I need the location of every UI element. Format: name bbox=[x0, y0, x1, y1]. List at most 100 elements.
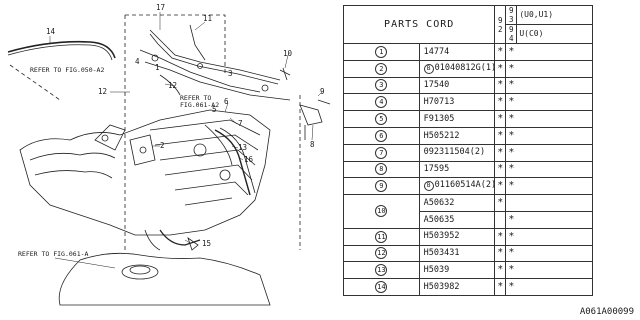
index-circle: 5 bbox=[375, 113, 388, 126]
table-row: 1 14774 * * bbox=[343, 43, 593, 61]
part-number: 17540 bbox=[418, 76, 496, 95]
part-number-text: H503431 bbox=[423, 248, 460, 259]
index-circle: 13 bbox=[375, 264, 388, 277]
applicability-mark: * bbox=[494, 244, 507, 263]
row-index: 6 bbox=[343, 126, 420, 145]
table-header-row: 9 4 U(C0) bbox=[344, 24, 593, 44]
row-index: 10 bbox=[343, 194, 420, 229]
part-number: 14774 bbox=[418, 43, 496, 61]
applicability-mark: * bbox=[494, 227, 507, 246]
table-row: 5 F91305 * * bbox=[343, 110, 593, 128]
applicability-mark bbox=[505, 194, 593, 212]
part-number-text: 17540 bbox=[423, 80, 450, 91]
part-number: H503431 bbox=[418, 244, 496, 263]
part-number: 092311504(2) bbox=[418, 143, 496, 162]
index-circle: 3 bbox=[375, 79, 388, 92]
table-row: 8 17595 * * bbox=[343, 160, 593, 179]
part-number-text: A50632 bbox=[423, 197, 455, 208]
row-index: 9 bbox=[343, 177, 420, 196]
callout-label: 5 bbox=[212, 105, 217, 114]
applicability-mark: * bbox=[505, 76, 593, 95]
callout-label: 6 bbox=[224, 97, 229, 106]
part-number-text: 17595 bbox=[423, 164, 450, 175]
row-index: 7 bbox=[343, 143, 420, 162]
callout-label: 2 bbox=[160, 141, 165, 150]
part-number: F91305 bbox=[418, 110, 496, 128]
index-circle: 14 bbox=[375, 281, 388, 294]
index-circle: 9 bbox=[375, 180, 388, 193]
callout-label: 3 bbox=[228, 69, 233, 78]
applicability-mark: * bbox=[494, 93, 507, 112]
applicability-mark: * bbox=[494, 261, 507, 280]
applicability-mark: * bbox=[494, 126, 507, 145]
index-circle: 11 bbox=[375, 230, 388, 243]
applicability-mark: * bbox=[505, 244, 593, 263]
index-circle: 10 bbox=[375, 205, 388, 218]
applicability-mark: * bbox=[494, 110, 507, 128]
part-number: H5039 bbox=[418, 261, 496, 280]
part-number: H503982 bbox=[418, 278, 496, 296]
applicability-mark: * bbox=[505, 143, 593, 162]
callout-label: 1 bbox=[155, 63, 160, 72]
parts-table: PARTS CORD 9 2 9 3 (U0,U1) 9 4 U(C0) 1 1… bbox=[342, 5, 593, 296]
applicability-mark: * bbox=[505, 177, 593, 196]
index-circle: 2 bbox=[375, 62, 388, 75]
callout-label: 17 bbox=[156, 3, 165, 12]
part-number: 17595 bbox=[418, 160, 496, 179]
table-row: 11 H503952 * * bbox=[343, 227, 593, 246]
refer-label: REFER TO FIG.050-A2 bbox=[30, 66, 104, 74]
index-circle: 1 bbox=[375, 45, 388, 58]
callout-label: 12 bbox=[98, 87, 107, 96]
part-number-text: 01160514A(2) bbox=[434, 180, 495, 191]
row-index: 8 bbox=[343, 160, 420, 179]
table-row: 7 092311504(2) * * bbox=[343, 143, 593, 162]
applicability-mark: * bbox=[494, 59, 507, 78]
year-code-header: 9 3 bbox=[505, 5, 518, 25]
row-index: 14 bbox=[343, 278, 420, 296]
index-circle: 4 bbox=[375, 96, 388, 109]
applicability-mark: * bbox=[505, 160, 593, 179]
table-row: 6 H505212 * * bbox=[343, 126, 593, 145]
table-row: 13 H5039 * * bbox=[343, 261, 593, 280]
table-row: 14 H503982 * * bbox=[343, 278, 593, 296]
applicability-mark: * bbox=[505, 278, 593, 296]
bolt-prefix-symbol: B bbox=[423, 181, 434, 192]
callout-label: 10 bbox=[283, 49, 293, 58]
row-index: 11 bbox=[343, 227, 420, 246]
applicability-mark bbox=[494, 210, 507, 229]
table-row: 10 A50632 * bbox=[343, 194, 593, 229]
callout-label: 12 bbox=[168, 81, 177, 90]
part-number-text: H70713 bbox=[423, 97, 455, 108]
table-row: 12 H503431 * * bbox=[343, 244, 593, 263]
exploded-parts-diagram: REFER TO FIG.050-A2 REFER TO FIG.061-A2 … bbox=[7, 3, 331, 306]
part-number-text: F91305 bbox=[423, 113, 455, 124]
applicability-mark: * bbox=[505, 210, 593, 229]
row-index: 3 bbox=[343, 76, 420, 95]
year-code-header: 9 2 bbox=[494, 5, 507, 44]
part-number-text: A50635 bbox=[423, 214, 455, 225]
part-number-text: H503982 bbox=[423, 281, 460, 292]
applicability-mark: * bbox=[494, 143, 507, 162]
part-number-text: H5039 bbox=[423, 265, 450, 275]
diagram-code: A061A00099 bbox=[579, 307, 634, 317]
part-number: A50635 bbox=[418, 210, 496, 229]
callout-label: 4 bbox=[135, 57, 140, 66]
part-number-text: H503952 bbox=[423, 231, 460, 242]
applicability-mark: * bbox=[494, 43, 507, 61]
row-index: 12 bbox=[343, 244, 420, 263]
callout-label: 7 bbox=[238, 119, 243, 128]
callout-label: 15 bbox=[202, 239, 211, 248]
callout-label: 14 bbox=[46, 27, 56, 36]
applicability-mark: * bbox=[505, 261, 593, 280]
part-number: A50632 bbox=[418, 194, 496, 212]
callout-label: 11 bbox=[203, 14, 212, 23]
callout-label: 9 bbox=[320, 87, 325, 96]
applicability-mark: * bbox=[505, 227, 593, 246]
row-index: 5 bbox=[343, 110, 420, 128]
year-code-header: 9 4 bbox=[505, 24, 518, 44]
refer-label: REFER TO FIG.061-A bbox=[18, 250, 89, 258]
